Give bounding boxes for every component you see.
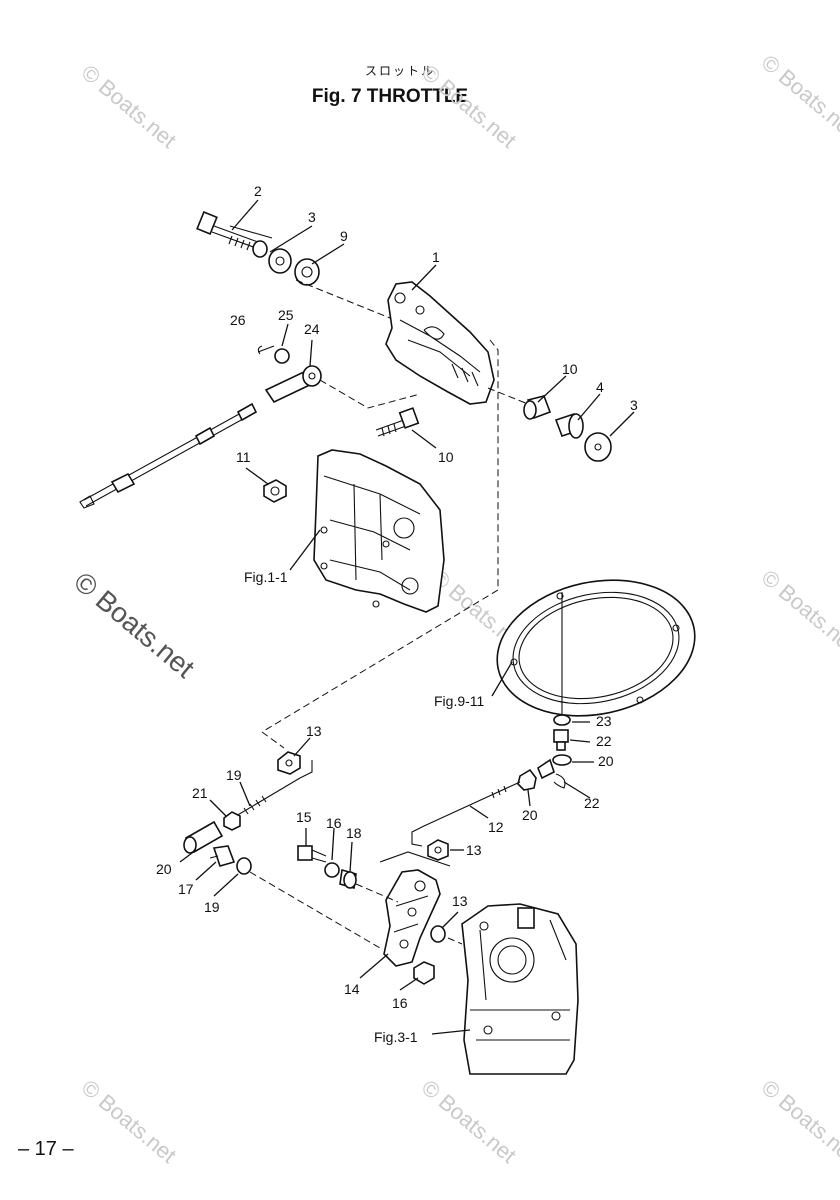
figure-subtitle-japanese: スロットル [364, 64, 435, 78]
leader-lines [179, 199, 635, 1035]
throttle-rod-part-9 [411, 781, 521, 847]
ball-stud-part-15 [209, 845, 236, 867]
clip-part-22 [553, 773, 566, 789]
callout-22: 22 [584, 795, 600, 811]
pin-part-26 [257, 345, 275, 355]
throttle-cable [79, 402, 258, 509]
callout-25: 25 [278, 307, 294, 323]
bolt-part-2 [196, 210, 259, 251]
watermark-text: © Boats.net [757, 565, 840, 658]
ball-joint-part-21 [553, 729, 569, 751]
callout-19-right: 20 [598, 753, 614, 769]
callout-2: 2 [254, 183, 262, 199]
washer-part-3-upper [268, 248, 292, 274]
nut-part-16 [413, 961, 435, 985]
callout-19-left: 20 [156, 861, 172, 877]
rod-end-part-24 [264, 365, 322, 404]
bushing-part-4 [554, 412, 584, 439]
callout-6: 10 [562, 361, 578, 377]
assembly-line [261, 339, 499, 733]
throttle-lever-part-11 [383, 869, 441, 967]
callout-14: 18 [346, 825, 362, 841]
callout-3: 3 [308, 209, 316, 225]
watermark-text: © Boats.net [417, 60, 521, 153]
nut-part-10-upper [277, 751, 301, 775]
washer-part-13 [324, 862, 340, 878]
throttle-rod-part-18 [235, 760, 313, 817]
nut-part-25 [274, 348, 290, 364]
callout-3-right: 3 [630, 397, 638, 413]
engine-block-section [313, 449, 445, 613]
throttle-control-lever-part-1 [385, 281, 495, 405]
watermark-text: © Boats.net [417, 1075, 521, 1168]
figure-title: Fig. 7 THROTTLE [311, 86, 469, 107]
callout-21: 22 [596, 733, 612, 749]
watermark-text: © Boats.net [77, 60, 181, 153]
washer-part-17 [236, 857, 252, 875]
assembly-line [487, 387, 529, 405]
watermark-text: © Boats.net [757, 50, 840, 143]
nut-part-10-lower [427, 839, 449, 861]
assembly-bracket [379, 851, 451, 867]
reference-fig-3-1: Fig.3-1 [374, 1029, 418, 1045]
callout-13-lower: 13 [452, 893, 468, 909]
callout-9: 12 [488, 819, 504, 835]
callout-20-left: 21 [192, 785, 208, 801]
watermark-text: © Boats.net [77, 1075, 181, 1168]
nut-part-20-left [223, 811, 241, 831]
collar-part-6 [523, 395, 552, 420]
nut-part-8 [263, 479, 287, 503]
nut-part-20-right [517, 768, 537, 791]
callout-10-lower: 13 [466, 842, 482, 858]
washer-part-13-lower [430, 925, 446, 943]
watermark-text-dark: © Boats.net [68, 566, 200, 684]
callout-17: 19 [204, 899, 220, 915]
collar-part-14 [339, 868, 357, 890]
callout-11: 14 [344, 981, 360, 997]
callout-26: 26 [230, 312, 246, 328]
callout-1: 1 [432, 249, 440, 265]
washer-part-5 [294, 258, 320, 286]
callout-8: 11 [236, 449, 251, 465]
bolt-part-7 [375, 407, 420, 437]
assembly-line [355, 883, 399, 903]
callout-7: 10 [438, 449, 454, 465]
assembly-line [447, 937, 463, 945]
reference-fig-1-1: Fig.1-1 [244, 569, 288, 585]
callout-15: 17 [178, 881, 194, 897]
assembly-line [249, 871, 381, 949]
watermarks: © Boats.net © Boats.net © Boats.net © Bo… [68, 50, 840, 1168]
assembly-line [295, 279, 391, 319]
callout-10-upper: 13 [306, 723, 322, 739]
ball-joint-part-19 [537, 758, 555, 780]
watermark-text: © Boats.net [757, 1075, 840, 1168]
bolt-part-12 [297, 845, 327, 863]
assembly-bracket [229, 225, 273, 239]
callout-18: 19 [226, 767, 242, 783]
callout-labels: 2 3 9 1 26 25 24 10 4 3 10 11 13 19 21 2… [156, 183, 638, 1011]
washer-part-3-top [252, 240, 268, 258]
washer-part-3-right [584, 432, 612, 462]
callout-16: 16 [392, 995, 408, 1011]
callout-4: 4 [596, 379, 604, 395]
washer-part-23 [553, 714, 571, 726]
washer-part-19-right [552, 754, 572, 766]
assembly-line [319, 379, 421, 409]
callout-20-right: 20 [522, 807, 538, 823]
callout-12: 15 [296, 809, 312, 825]
page-number: – 17 – [18, 1138, 74, 1160]
carburetor-section [461, 903, 579, 1075]
reference-fig-9-11: Fig.9-11 [434, 693, 485, 709]
callout-13: 16 [326, 815, 342, 831]
callout-5: 9 [340, 228, 348, 244]
flange-gasket [496, 579, 696, 717]
callout-24: 24 [304, 321, 320, 337]
callout-23: 23 [596, 713, 612, 729]
ball-joint-part-19-left [183, 820, 224, 854]
assembly-line [261, 731, 285, 749]
